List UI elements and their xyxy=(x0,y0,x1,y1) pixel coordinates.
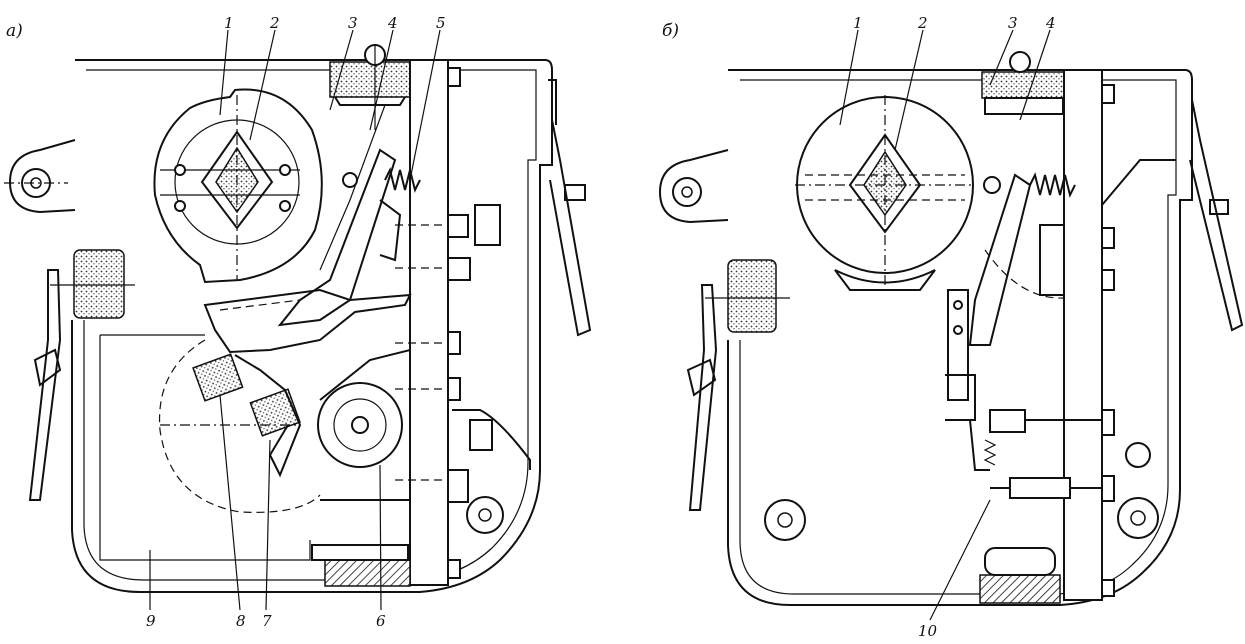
contact-arm xyxy=(203,288,412,354)
plate-bolts-b xyxy=(1101,84,1115,597)
mounting-lug-b xyxy=(658,149,729,224)
callout-a-3: 3 xyxy=(348,14,358,32)
leader-lines-b xyxy=(839,29,1051,621)
housing-outline xyxy=(71,59,553,593)
roller xyxy=(317,382,403,468)
bottom-bracket-b xyxy=(979,574,1061,604)
leader-lines-a xyxy=(149,29,441,611)
callout-b-10: 10 xyxy=(918,622,938,640)
spring xyxy=(384,167,421,193)
plate-bolts xyxy=(395,67,471,579)
callout-a-5: 5 xyxy=(436,14,446,32)
mounting-lug xyxy=(8,139,76,214)
callout-a-8: 8 xyxy=(236,612,246,630)
panel-a-label: а) xyxy=(6,21,23,41)
bottom-bracket xyxy=(324,559,411,587)
callout-a-9: 9 xyxy=(146,612,156,630)
panel-b-label: б) xyxy=(662,21,679,41)
cam-disc xyxy=(153,88,323,284)
callout-b-2: 2 xyxy=(917,14,928,32)
callout-b-4: 4 xyxy=(1045,14,1056,32)
insulating-plate xyxy=(409,59,449,586)
lever-b xyxy=(968,173,1032,346)
contact-7 xyxy=(249,388,301,437)
arc-chamber xyxy=(99,334,311,561)
callout-b-1: 1 xyxy=(853,14,863,32)
swing-arc xyxy=(158,339,321,513)
housing-outline-b xyxy=(727,69,1193,606)
callout-b-3: 3 xyxy=(1008,14,1018,32)
callout-a-6: 6 xyxy=(376,612,386,630)
contact-8 xyxy=(192,353,244,402)
contact-terminal xyxy=(474,204,501,246)
insulating-plate-b xyxy=(1063,69,1103,601)
latch-block-b xyxy=(727,259,777,333)
callout-a-7: 7 xyxy=(262,612,272,630)
latch-arm xyxy=(28,269,62,501)
callout-a-4: 4 xyxy=(387,14,398,32)
housing-inner xyxy=(83,69,537,581)
spring-b xyxy=(1029,172,1076,198)
top-bracket xyxy=(329,61,411,98)
lever xyxy=(277,148,397,327)
panel-b: б) xyxy=(658,14,1244,640)
callout-a-1: 1 xyxy=(224,14,234,32)
callout-a-2: 2 xyxy=(269,14,280,32)
panel-a: а) xyxy=(4,14,592,630)
right-latch xyxy=(549,119,592,337)
latch-block xyxy=(73,249,125,319)
